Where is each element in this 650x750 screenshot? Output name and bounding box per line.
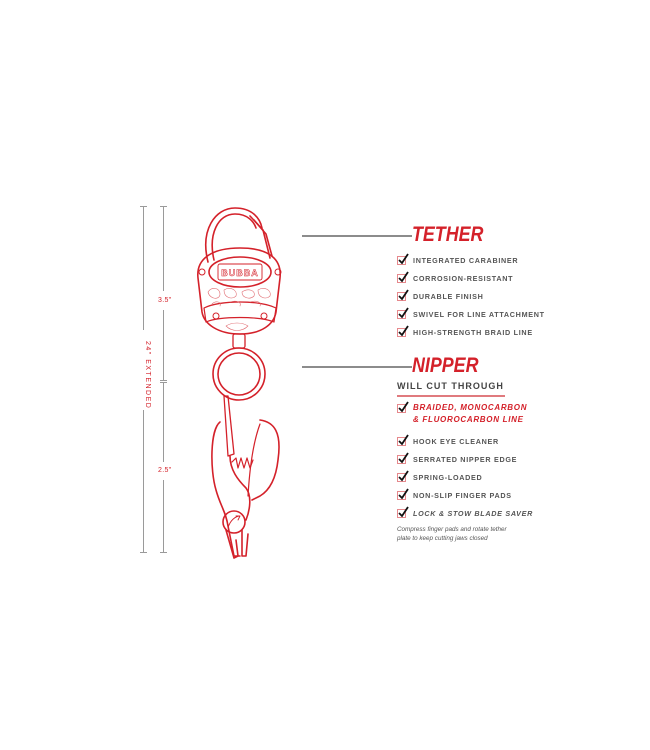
upper-dim-line-b: [163, 310, 164, 380]
lower-dim-line-a: [163, 382, 164, 462]
tether-leader-line: [302, 235, 412, 237]
checkbox-checked-icon: [397, 401, 409, 413]
nipper-feature-label: HOOK EYE CLEANER: [413, 436, 499, 446]
tether-body-icon: [197, 247, 281, 335]
nipper-icon: [211, 421, 241, 557]
subtitle-underline: [397, 395, 505, 397]
nipper-feature: SPRING-LOADED: [397, 470, 482, 484]
tether-feature-label: INTEGRATED CARABINER: [413, 255, 519, 265]
checkbox-checked-icon: [397, 488, 409, 500]
tether-title: TETHER: [412, 223, 484, 246]
nipper-feature: LOCK & STOW BLADE SAVER: [397, 506, 533, 520]
tether-feature-label: SWIVEL FOR LINE ATTACHMENT: [413, 309, 545, 319]
checkbox-checked-icon: [397, 506, 409, 518]
tether-feature-label: DURABLE FINISH: [413, 291, 484, 301]
checkbox-checked-icon: [397, 452, 409, 464]
nipper-leader-line: [302, 366, 412, 368]
checkbox-checked-icon: [397, 325, 409, 337]
tether-feature: CORROSION-RESISTANT: [397, 271, 513, 285]
nipper-highlight-line1: BRAIDED, MONOCARBON: [413, 403, 528, 412]
checkbox-checked-icon: [397, 307, 409, 319]
nipper-feature: SERRATED NIPPER EDGE: [397, 452, 517, 466]
nipper-highlight-feature: BRAIDED, MONOCARBON & FLUOROCARBON LINE: [397, 401, 527, 428]
nipper-feature-label: LOCK & STOW BLADE SAVER: [413, 508, 534, 518]
overall-dim-label: 24" EXTENDED: [144, 341, 151, 410]
nipper-subtitle: WILL CUT THROUGH: [397, 381, 504, 391]
upper-dim-bottom-cap: [160, 380, 167, 381]
lower-dim-bottom-cap: [160, 552, 167, 553]
checkbox-checked-icon: [397, 253, 409, 265]
tether-feature: HIGH-STRENGTH BRAID LINE: [397, 325, 533, 339]
upper-dim-line-a: [163, 206, 164, 291]
nipper-highlight-line2: & FLUOROCARBON LINE: [413, 415, 524, 424]
overall-dim-bottom-cap: [140, 552, 147, 553]
brand-badge-text: BUBBA: [221, 268, 259, 278]
checkbox-checked-icon: [397, 470, 409, 482]
overall-dim-line-lower: [143, 410, 144, 552]
checkbox-checked-icon: [397, 289, 409, 301]
checkbox-checked-icon: [397, 434, 409, 446]
nipper-title: NIPPER: [412, 354, 479, 377]
overall-dim-line-upper: [143, 206, 144, 330]
tether-feature-label: HIGH-STRENGTH BRAID LINE: [413, 327, 533, 337]
nipper-feature-label: SPRING-LOADED: [413, 472, 483, 482]
nipper-feature: HOOK EYE CLEANER: [397, 434, 499, 448]
product-illustration: BUBBA: [197, 207, 282, 559]
nipper-highlight-label: BRAIDED, MONOCARBON & FLUOROCARBON LINE: [413, 402, 527, 426]
lower-dim-line-b: [163, 480, 164, 552]
checkbox-checked-icon: [397, 271, 409, 283]
lower-dim-label: 2.5": [158, 467, 172, 474]
tether-feature: SWIVEL FOR LINE ATTACHMENT: [397, 307, 545, 321]
upper-dim-label: 3.5": [158, 297, 172, 304]
tether-feature: INTEGRATED CARABINER: [397, 253, 518, 267]
nipper-feature-label: SERRATED NIPPER EDGE: [413, 454, 518, 464]
nipper-feature: NON-SLIP FINGER PADS: [397, 488, 512, 502]
nipper-feature-label: NON-SLIP FINGER PADS: [413, 490, 512, 500]
tether-feature: DURABLE FINISH: [397, 289, 484, 303]
tether-feature-label: CORROSION-RESISTANT: [413, 273, 514, 283]
carabiner-icon: [205, 207, 263, 263]
nipper-note: Compress finger pads and rotate tether p…: [397, 526, 507, 542]
